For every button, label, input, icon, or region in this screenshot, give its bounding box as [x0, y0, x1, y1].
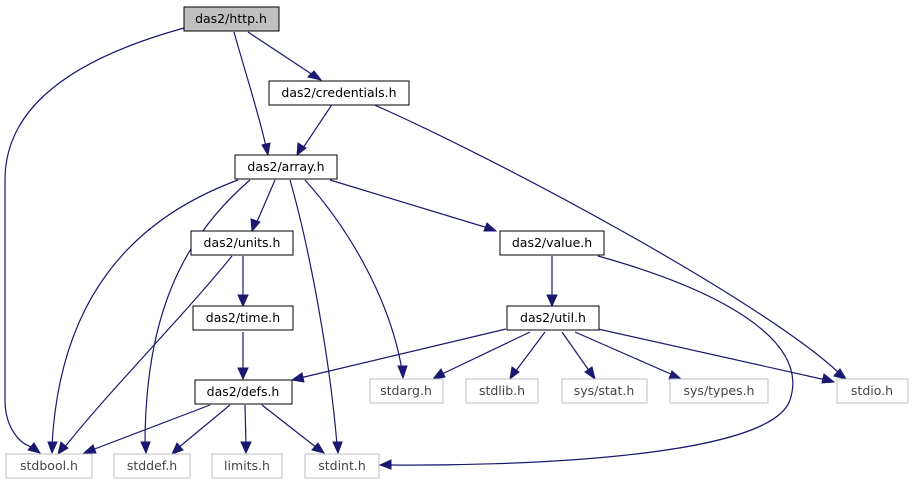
edge-defs-to-stdbool — [82, 404, 211, 454]
edge-http-to-credentials — [247, 31, 323, 81]
node-label: stdlib.h — [479, 383, 525, 398]
edge-value-to-util — [546, 256, 558, 308]
edge-util-to-stdlib — [509, 331, 546, 381]
node-label: das2/value.h — [512, 235, 592, 250]
node-credentials-header[interactable]: das2/credentials.h — [268, 80, 410, 106]
node-http-header[interactable]: das2/http.h — [183, 6, 280, 32]
node-defs-header[interactable]: das2/defs.h — [194, 379, 293, 405]
node-label: sys/types.h — [684, 383, 755, 398]
node-label: das2/defs.h — [207, 384, 280, 399]
edge-credentials-to-array — [296, 102, 334, 157]
edge-util-to-stdio — [597, 328, 836, 384]
node-label: limits.h — [224, 458, 270, 473]
node-stdint-header[interactable]: stdint.h — [304, 453, 380, 479]
edge-array-to-stddef — [140, 179, 251, 455]
node-sys-stat-header[interactable]: sys/stat.h — [561, 378, 648, 404]
node-label: stdint.h — [318, 458, 366, 473]
node-time-header[interactable]: das2/time.h — [192, 305, 294, 331]
node-label: das2/time.h — [206, 310, 280, 325]
edge-util-to-sys-stat — [561, 331, 596, 381]
node-label: das2/units.h — [204, 235, 281, 250]
node-stdio-header[interactable]: stdio.h — [836, 378, 909, 404]
node-sys-types-header[interactable]: sys/types.h — [669, 378, 769, 404]
node-label: stdarg.h — [380, 383, 432, 398]
edge-units-to-stdbool — [57, 255, 233, 456]
edge-array-to-value — [329, 179, 498, 232]
edge-http-to-array — [233, 31, 271, 157]
node-label: sys/stat.h — [574, 383, 635, 398]
edge-array-to-units — [250, 179, 276, 233]
node-label: das2/http.h — [195, 11, 267, 26]
edge-defs-to-stdint — [261, 404, 326, 454]
edge-defs-to-limits — [240, 404, 252, 455]
node-stdlib-header[interactable]: stdlib.h — [465, 378, 539, 404]
edge-array-to-stdarg — [304, 179, 408, 380]
node-label: das2/array.h — [247, 159, 324, 174]
node-label: stddef.h — [127, 458, 177, 473]
edge-http-to-stdbool — [4, 27, 185, 454]
edge-units-to-time — [237, 256, 249, 308]
node-units-header[interactable]: das2/units.h — [190, 230, 294, 256]
edge-util-to-defs — [290, 328, 507, 383]
node-stdbool-header[interactable]: stdbool.h — [5, 453, 93, 479]
node-util-header[interactable]: das2/util.h — [506, 305, 600, 331]
node-label: das2/credentials.h — [281, 85, 396, 100]
edge-credentials-to-stdio — [369, 102, 848, 380]
node-limits-header[interactable]: limits.h — [211, 453, 283, 479]
node-value-header[interactable]: das2/value.h — [499, 230, 605, 256]
edge-defs-to-stddef — [171, 404, 231, 455]
node-array-header[interactable]: das2/array.h — [234, 154, 338, 180]
node-stddef-header[interactable]: stddef.h — [113, 453, 191, 479]
edge-value-to-stdint — [378, 255, 794, 470]
node-label: stdbool.h — [20, 458, 78, 473]
edge-array-to-stdbool — [47, 179, 239, 455]
edge-array-to-stdint — [289, 179, 343, 455]
edge-time-to-defs — [237, 332, 249, 381]
node-label: stdio.h — [851, 383, 893, 398]
node-label: das2/util.h — [520, 310, 586, 325]
edge-util-to-stdarg — [431, 331, 531, 380]
node-stdarg-header[interactable]: stdarg.h — [369, 378, 444, 404]
